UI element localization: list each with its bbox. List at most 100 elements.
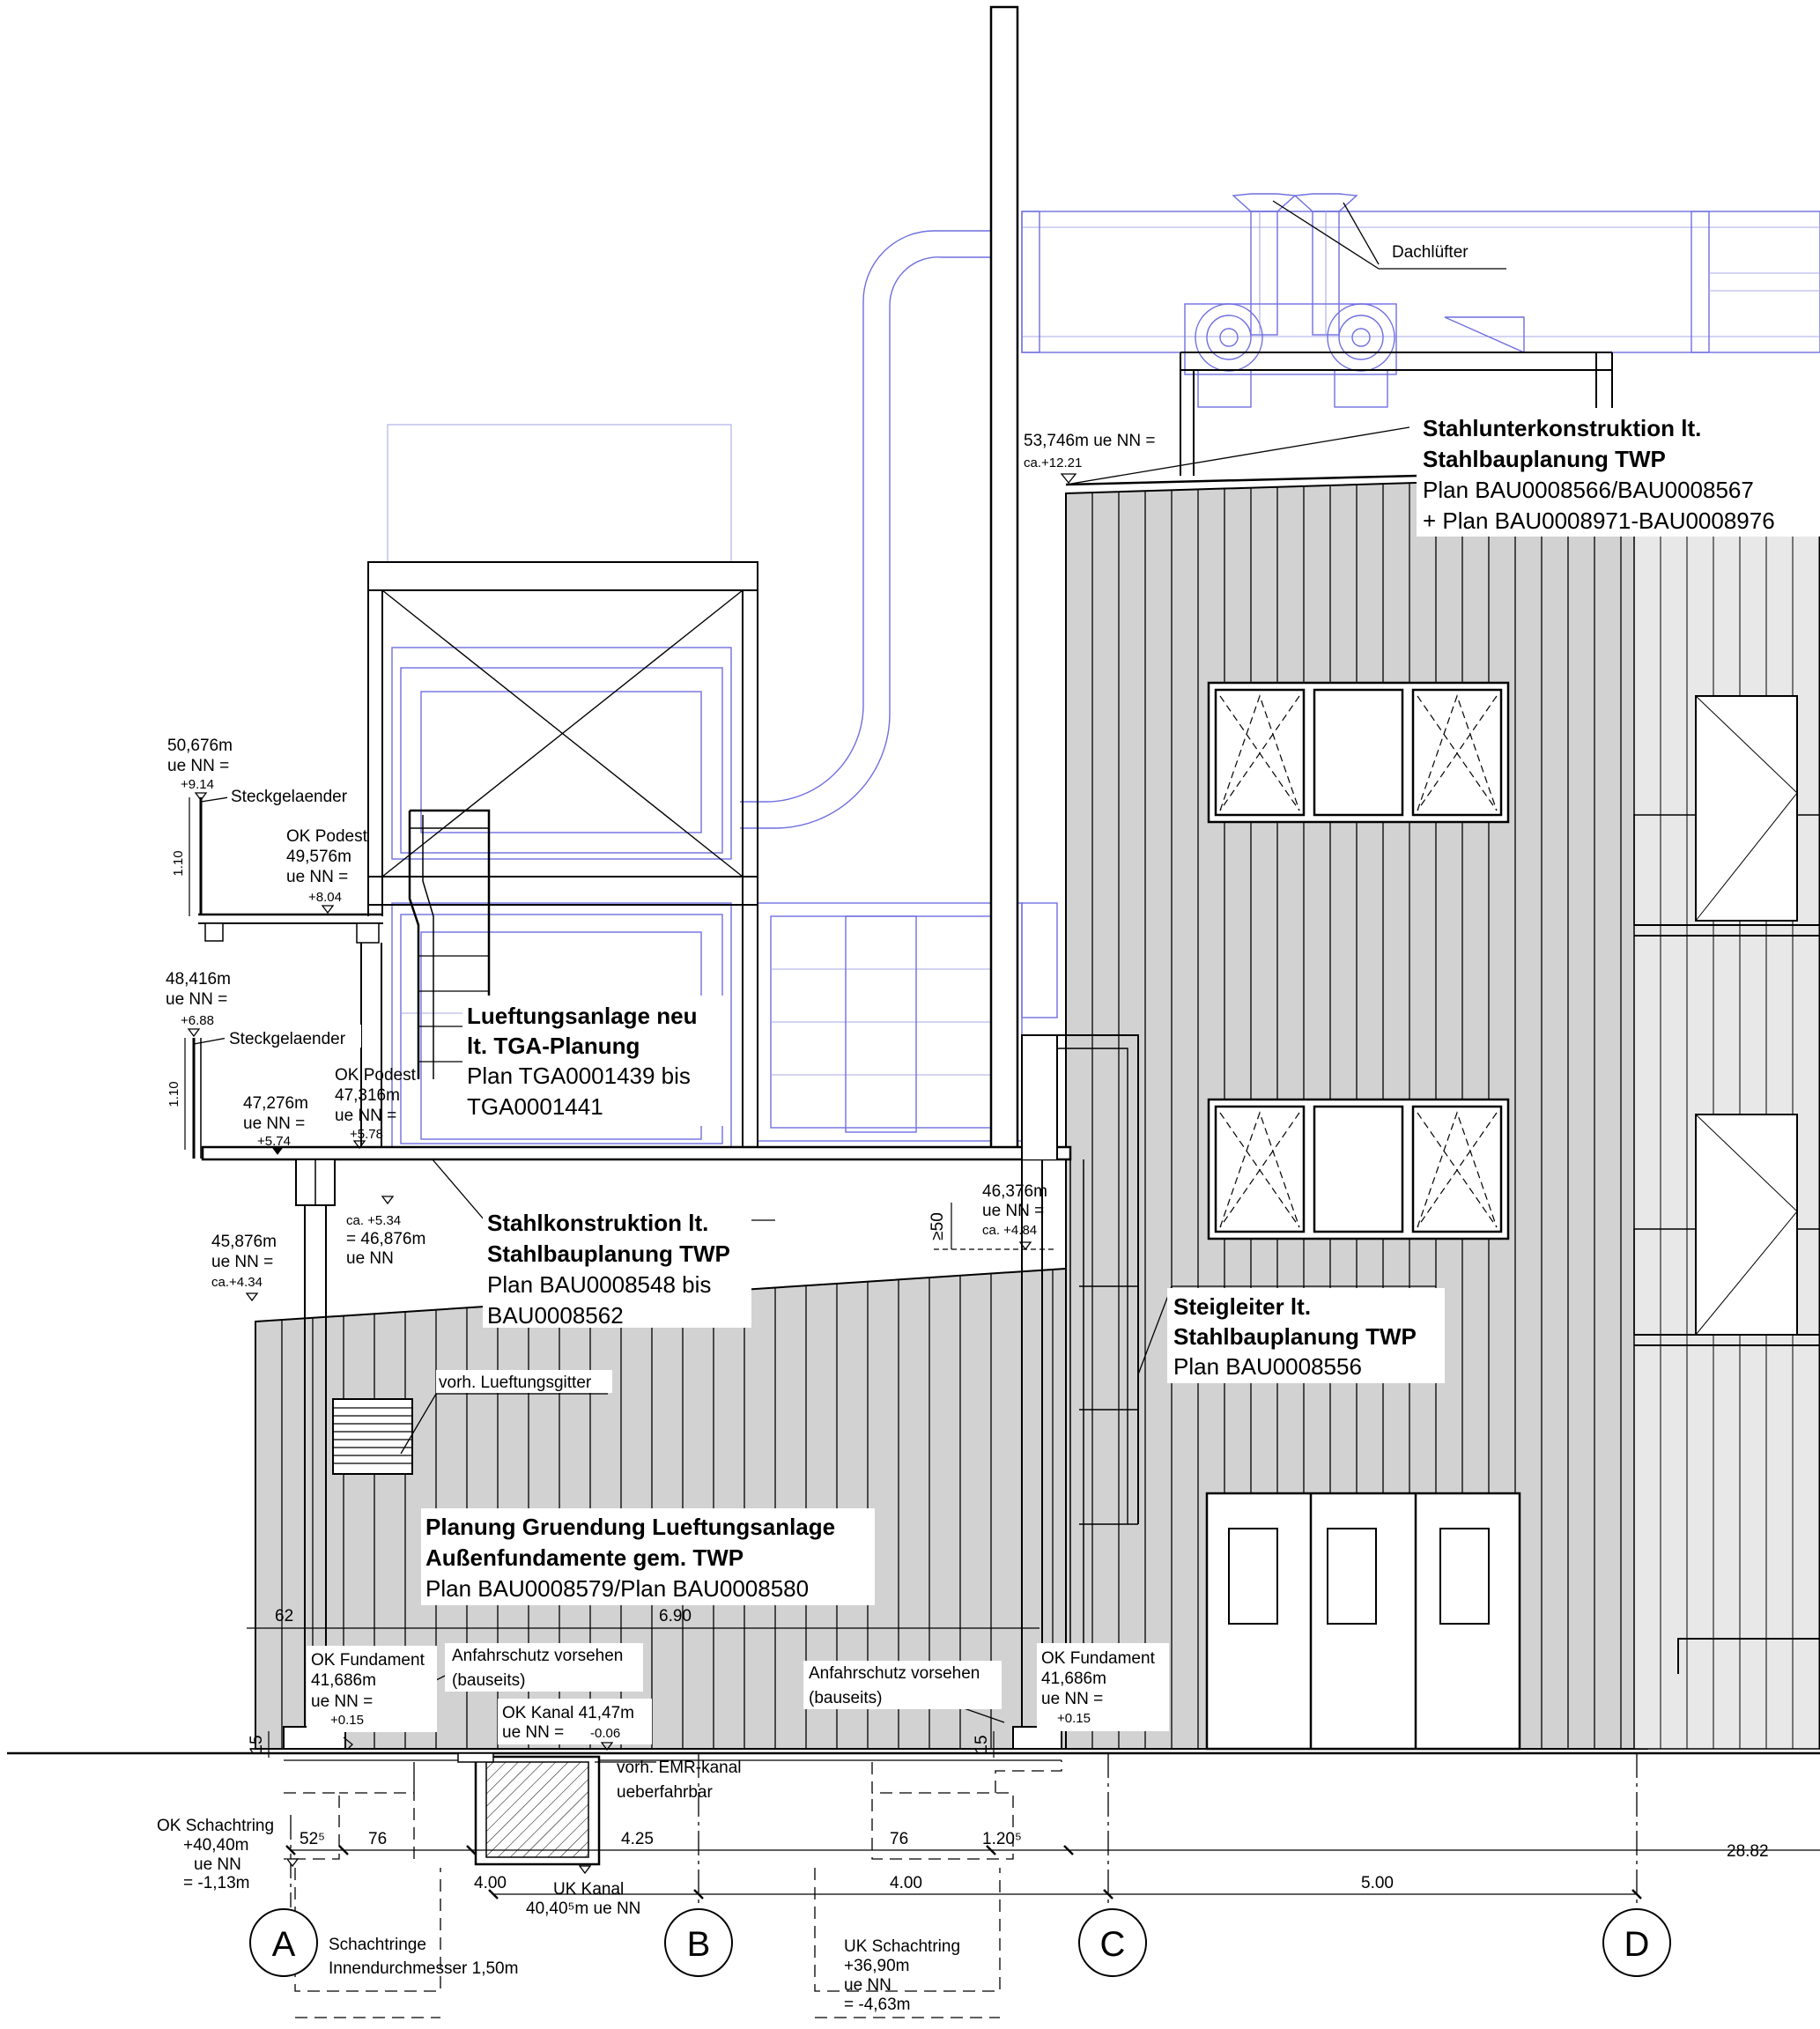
dim-425: 4.25 [621,1830,654,1848]
svg-text:ue NN =: ue NN = [167,757,229,775]
svg-text:Stahlbauplanung TWP: Stahlbauplanung TWP [1173,1323,1417,1350]
dim-15-right: 15 [973,1735,991,1753]
svg-text:ca.+12.21: ca.+12.21 [1024,455,1082,470]
svg-text:+5.78: +5.78 [350,1127,383,1142]
svg-text:Lueftungsanlage neu: Lueftungsanlage neu [467,1003,697,1029]
note-grille: vorh. Lueftungsgitter [439,1374,592,1392]
svg-text:Anfahrschutz vorsehen: Anfahrschutz vorsehen [452,1647,623,1665]
level-45876: 45,876m ue NN = ca.+4.34 [211,1233,277,1302]
svg-text:+36,90m: +36,90m [844,1957,909,1975]
axis-bubble-a [249,1908,318,1977]
svg-text:41,686m: 41,686m [1041,1670,1106,1688]
axis-label-d: D [1624,1925,1650,1964]
dim-railing-height-upper: 1.10 [171,850,186,876]
note-railing-lower: Steckgelaender [229,1030,346,1048]
svg-text:Plan BAU0008579/Plan BAU000858: Plan BAU0008579/Plan BAU0008580 [425,1575,809,1602]
level-podest-lower: OK Podest 47,316m ue NN = +5.78 [335,1066,417,1150]
svg-text:ue NN: ue NN [346,1249,394,1268]
svg-text:Stahlbauplanung TWP: Stahlbauplanung TWP [1423,446,1666,472]
note-roof-vent: Dachlüfter [1392,243,1469,262]
svg-text:47,316m: 47,316m [335,1086,400,1105]
dim-76-right: 76 [890,1830,908,1848]
svg-text:= -1,13m: = -1,13m [183,1874,250,1892]
svg-text:OK Schachtring: OK Schachtring [157,1817,274,1835]
svg-text:Plan BAU0008556: Plan BAU0008556 [1173,1353,1362,1380]
level-channel-bottom: UK Kanal 40,40⁵m ue NN [526,1865,640,1918]
dim-ge50: ≥50 [928,1212,947,1240]
svg-text:48,416m: 48,416m [166,970,231,989]
svg-text:OK Kanal 41,47m: OK Kanal 41,47m [502,1704,634,1722]
svg-text:UK Kanal: UK Kanal [553,1880,624,1899]
svg-text:40,40⁵m ue NN: 40,40⁵m ue NN [526,1899,640,1918]
dim-1205: 1.20⁵ [982,1830,1022,1848]
svg-text:53,746m ue NN =: 53,746m ue NN = [1024,432,1155,450]
svg-text:+ Plan BAU0008971-BAU0008976: + Plan BAU0008971-BAU0008976 [1423,507,1775,534]
svg-text:(bauseits): (bauseits) [452,1671,525,1690]
svg-text:ue NN =: ue NN = [211,1253,273,1271]
dim-62: 62 [275,1607,293,1625]
dim-500: 5.00 [1361,1874,1394,1892]
svg-text:OK Podest: OK Podest [286,827,368,846]
svg-text:+9.14: +9.14 [181,777,214,792]
grid-axes [285,1753,1820,1907]
axis-label-b: B [687,1925,711,1964]
svg-text:Außenfundamente gem. TWP: Außenfundamente gem. TWP [425,1544,744,1571]
ground-foundation [7,1748,1820,2018]
level-48416: 48,416m ue NN = +6.88 [166,970,231,1038]
chimney-stack [989,5,1019,1159]
svg-text:BAU0008562: BAU0008562 [487,1302,624,1329]
level-shaft-ring-top: OK Schachtring +40,40m ue NN = -1,13m [157,1817,300,1892]
note-ventilation-new: Lueftungsanlage neu lt. TGA-Planung Plan… [462,996,727,1126]
axis-bubble-c [1078,1908,1147,1977]
note-steel-substructure: Stahlunterkonstruktion lt. Stahlbauplanu… [1417,408,1820,537]
svg-text:50,676m: 50,676m [167,737,233,755]
svg-text:49,576m: 49,576m [286,848,351,866]
axis-bubble-d [1602,1908,1671,1977]
svg-text:Stahlunterkonstruktion lt.: Stahlunterkonstruktion lt. [1423,415,1701,441]
svg-text:ca.+4.34: ca.+4.34 [211,1275,263,1290]
svg-text:ue NN =: ue NN = [286,868,348,886]
svg-text:+0.15: +0.15 [330,1713,364,1728]
dim-15-left: 15 [248,1735,266,1753]
note-railing-upper: Steckgelaender [231,788,348,806]
svg-text:41,686m: 41,686m [311,1671,376,1690]
level-top-right: 53,746m ue NN = ca.+12.21 [1024,432,1155,485]
svg-text:45,876m: 45,876m [211,1233,277,1251]
svg-text:Innendurchmesser 1,50m: Innendurchmesser 1,50m [329,1959,518,1978]
svg-text:UK Schachtring: UK Schachtring [844,1937,960,1956]
axis-bubble-b [664,1908,733,1977]
svg-text:Planung Gruendung Lueftungsanl: Planung Gruendung Lueftungsanlage [425,1514,835,1540]
svg-text:TGA0001441: TGA0001441 [467,1093,603,1120]
level-shaft-ring-bottom: UK Schachtring +36,90m ue NN = -4,63m [844,1937,960,2014]
svg-text:ca. +4.84: ca. +4.84 [982,1223,1037,1238]
svg-text:Anfahrschutz vorsehen: Anfahrschutz vorsehen [809,1664,980,1683]
dim-railing-height-lower: 1.10 [166,1081,181,1107]
dim-400-left: 4.00 [474,1874,507,1892]
svg-text:Plan TGA0001439 bis: Plan TGA0001439 bis [467,1063,691,1089]
svg-text:46,376m: 46,376m [982,1182,1047,1201]
svg-text:vorh. EMR-kanal: vorh. EMR-kanal [617,1759,742,1777]
svg-text:ue NN =: ue NN = [335,1107,396,1125]
svg-text:+8.04: +8.04 [308,890,342,905]
level-47276: 47,276m ue NN = +5.74 [243,1094,308,1155]
svg-text:+5.74: +5.74 [257,1134,291,1149]
axis-label-c: C [1100,1925,1126,1964]
note-shaft-rings: Schachtringe Innendurchmesser 1,50m [329,1936,518,1978]
svg-text:+6.88: +6.88 [181,1013,214,1028]
svg-text:Steigleiter lt.: Steigleiter lt. [1173,1293,1311,1320]
svg-text:OK Fundament: OK Fundament [1041,1649,1156,1668]
level-ca534: ca. +5.34 = 46,876m ue NN [346,1196,425,1268]
svg-text:OK Podest: OK Podest [335,1066,417,1085]
note-foundation: Planung Gruendung Lueftungsanlage Außenf… [421,1508,875,1605]
dim-690: 6.90 [659,1607,692,1625]
svg-text:= 46,876m: = 46,876m [346,1230,425,1248]
note-steel-construction: Stahlkonstruktion lt. Stahlbauplanung TW… [483,1209,751,1329]
svg-text:lt. TGA-Planung: lt. TGA-Planung [467,1033,640,1059]
note-impact-right: Anfahrschutz vorsehen (bauseits) [803,1661,1002,1709]
svg-text:Plan BAU0008566/BAU0008567: Plan BAU0008566/BAU0008567 [1423,477,1754,503]
svg-text:ue NN =: ue NN = [311,1692,373,1711]
svg-text:ca. +5.34: ca. +5.34 [346,1213,401,1228]
dim-400-right: 4.00 [890,1874,922,1892]
level-podest-upper: OK Podest 49,576m ue NN = +8.04 [286,827,368,915]
svg-text:ue NN: ue NN [194,1855,241,1874]
